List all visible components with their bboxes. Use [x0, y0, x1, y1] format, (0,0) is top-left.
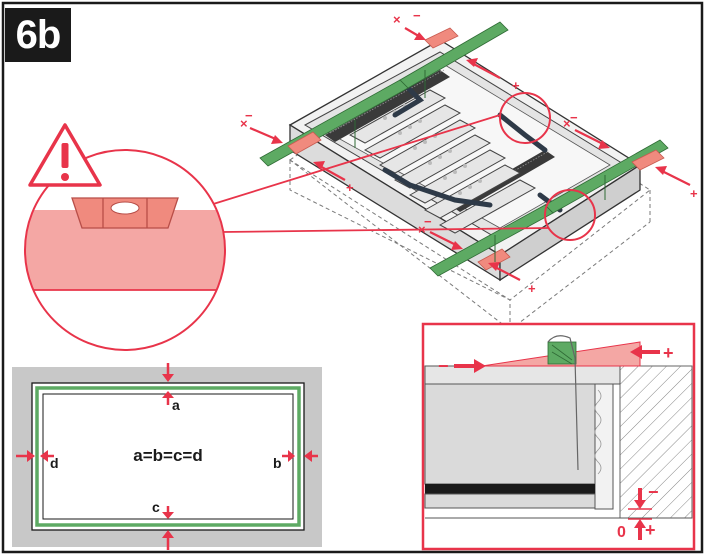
gap-equation: a=b=c=d	[133, 446, 202, 465]
detail-circle-level	[499, 92, 551, 144]
detail-minus-bottom: −	[648, 482, 659, 502]
main-plus-4: +	[346, 180, 354, 195]
attic-ladder-illustration: + + + + − − − − × × × ×	[240, 8, 698, 332]
gap-label-d: d	[50, 455, 59, 471]
main-minus-1: −	[413, 8, 421, 23]
main-plus-3: +	[528, 281, 536, 296]
detail-circle-corner	[544, 189, 596, 241]
main-minus-2: −	[245, 108, 253, 123]
wedge-detail-panel: − + − 0 +	[421, 322, 696, 551]
detail-zero-label: 0	[617, 524, 626, 541]
main-minus-4: −	[424, 214, 432, 229]
pressure-arrows	[249, 27, 691, 281]
gap-panel: a c d b a=b=c=d	[12, 363, 322, 550]
gap-label-a: a	[172, 397, 180, 413]
step-label: 6b	[5, 8, 71, 62]
gap-label-b: b	[273, 455, 282, 471]
warning-triangle-icon	[28, 123, 102, 187]
level-bubble	[110, 201, 140, 215]
gap-frame-green	[35, 386, 301, 527]
leveling-board-bottom	[429, 204, 554, 277]
gap-label-c: c	[152, 499, 160, 515]
main-minus-3: −	[570, 110, 578, 125]
main-cross-2: ×	[240, 116, 248, 131]
shim-wedges	[287, 27, 665, 271]
detail-plus-bottom: +	[645, 520, 656, 540]
main-cross-1: ×	[393, 12, 401, 27]
main-plus-2: +	[690, 186, 698, 201]
detail-minus-top: −	[438, 356, 449, 376]
spirit-level-magnifier	[24, 114, 549, 351]
hinge-arms	[382, 82, 563, 213]
detail-plus-top: +	[663, 343, 674, 363]
main-cross-3: ×	[563, 116, 571, 131]
main-plus-1: +	[512, 78, 520, 93]
